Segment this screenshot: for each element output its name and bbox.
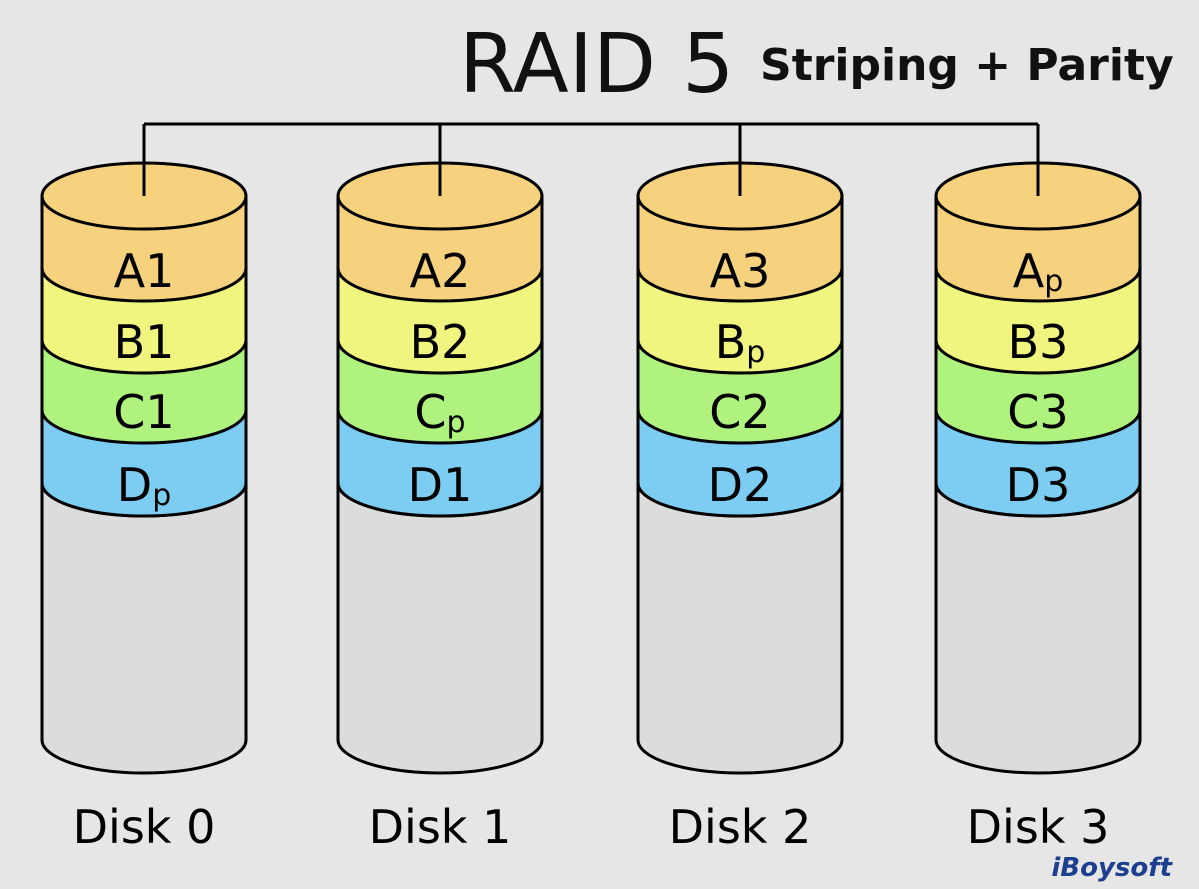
block-label-base: A2 [410,244,471,298]
parity-subscript: p [447,405,466,440]
parity-subscript: p [746,335,765,370]
block-label: C2 [709,385,770,439]
block-label: D1 [408,458,473,512]
block-label-base: B1 [114,315,175,369]
block-label: A3 [710,244,771,298]
block-label: Ap [1013,244,1064,299]
block-label-base: D3 [1006,458,1071,512]
disk-empty-space [40,482,248,775]
block-label-base: B3 [1008,315,1069,369]
block-label-base: A3 [710,244,771,298]
block-label: Dp [117,458,171,513]
block-label: D2 [708,458,773,512]
block-label: A1 [114,244,175,298]
diagram-title: RAID 5 [459,17,734,112]
block-label: D3 [1006,458,1071,512]
parity-subscript: p [1044,264,1063,299]
block-label-base: D1 [408,458,473,512]
parity-subscript: p [152,478,171,513]
disk-label: Disk 0 [73,800,216,854]
block-label-base: D2 [708,458,773,512]
block-label-base: D [117,458,152,512]
diagram-subtitle: Striping + Parity [760,40,1174,91]
block-label: C1 [113,385,174,439]
disk-label: Disk 1 [369,800,512,854]
block-label: Bp [715,315,766,370]
block-label: A2 [410,244,471,298]
disk-empty-space [336,482,544,775]
block-label: B3 [1008,315,1069,369]
disk-empty-space [934,482,1142,775]
disk-label: Disk 3 [967,800,1110,854]
block-label-base: C3 [1007,385,1068,439]
iboysoft-watermark-logo: iBoysoft [1051,853,1173,883]
block-label: B1 [114,315,175,369]
block-label-base: C1 [113,385,174,439]
block-label-base: A1 [114,244,175,298]
disk-label: Disk 2 [669,800,812,854]
block-label: B2 [410,315,471,369]
block-label-base: A [1013,244,1045,298]
block-label-base: C2 [709,385,770,439]
block-label: Cp [414,385,465,440]
block-label-base: B [715,315,747,369]
disk-empty-space [636,482,844,775]
block-label: C3 [1007,385,1068,439]
block-label-base: B2 [410,315,471,369]
block-label-base: C [414,385,446,439]
